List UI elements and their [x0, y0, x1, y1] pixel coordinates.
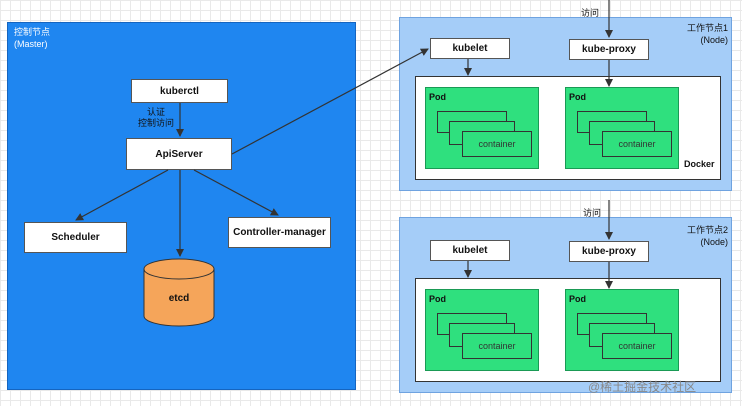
worker-node-1-title: 工作节点1 (Node): [686, 23, 728, 45]
docker-label-1: Docker: [684, 159, 715, 169]
container-front[interactable]: container: [462, 131, 532, 157]
kube-proxy-box-1[interactable]: kube-proxy: [569, 39, 649, 60]
container-front[interactable]: container: [602, 333, 672, 359]
controller-manager-box[interactable]: Controller-manager: [228, 217, 331, 248]
kubelet-box-1[interactable]: kubelet: [430, 38, 510, 59]
kuberctl-box[interactable]: kuberctl: [131, 79, 228, 103]
arrow-apiserver-controller: [193, 169, 279, 216]
pod-label: Pod: [429, 294, 446, 304]
container-front[interactable]: container: [462, 333, 532, 359]
watermark: @稀土掘金技术社区: [588, 380, 697, 394]
etcd-cylinder[interactable]: [142, 258, 216, 328]
container-front[interactable]: container: [602, 131, 672, 157]
worker-node-2-title: 工作节点2 (Node): [686, 225, 728, 247]
etcd-label: etcd: [168, 293, 190, 304]
kube-proxy-box-2[interactable]: kube-proxy: [569, 241, 649, 262]
master-title: 控制节点 (Master): [14, 27, 51, 49]
access-label-2: 访问: [583, 208, 602, 218]
access-label-1: 访问: [581, 8, 600, 18]
arrow-apiserver-kubelet: [231, 48, 429, 155]
scheduler-box[interactable]: Scheduler: [24, 222, 127, 253]
apiserver-box[interactable]: ApiServer: [126, 138, 232, 170]
auth-label: 认证 控制访问: [138, 107, 175, 128]
pod-label: Pod: [569, 294, 586, 304]
pod-label: Pod: [429, 92, 446, 102]
pod-label: Pod: [569, 92, 586, 102]
kubelet-box-2[interactable]: kubelet: [430, 240, 510, 261]
arrow-apiserver-scheduler: [75, 169, 169, 221]
